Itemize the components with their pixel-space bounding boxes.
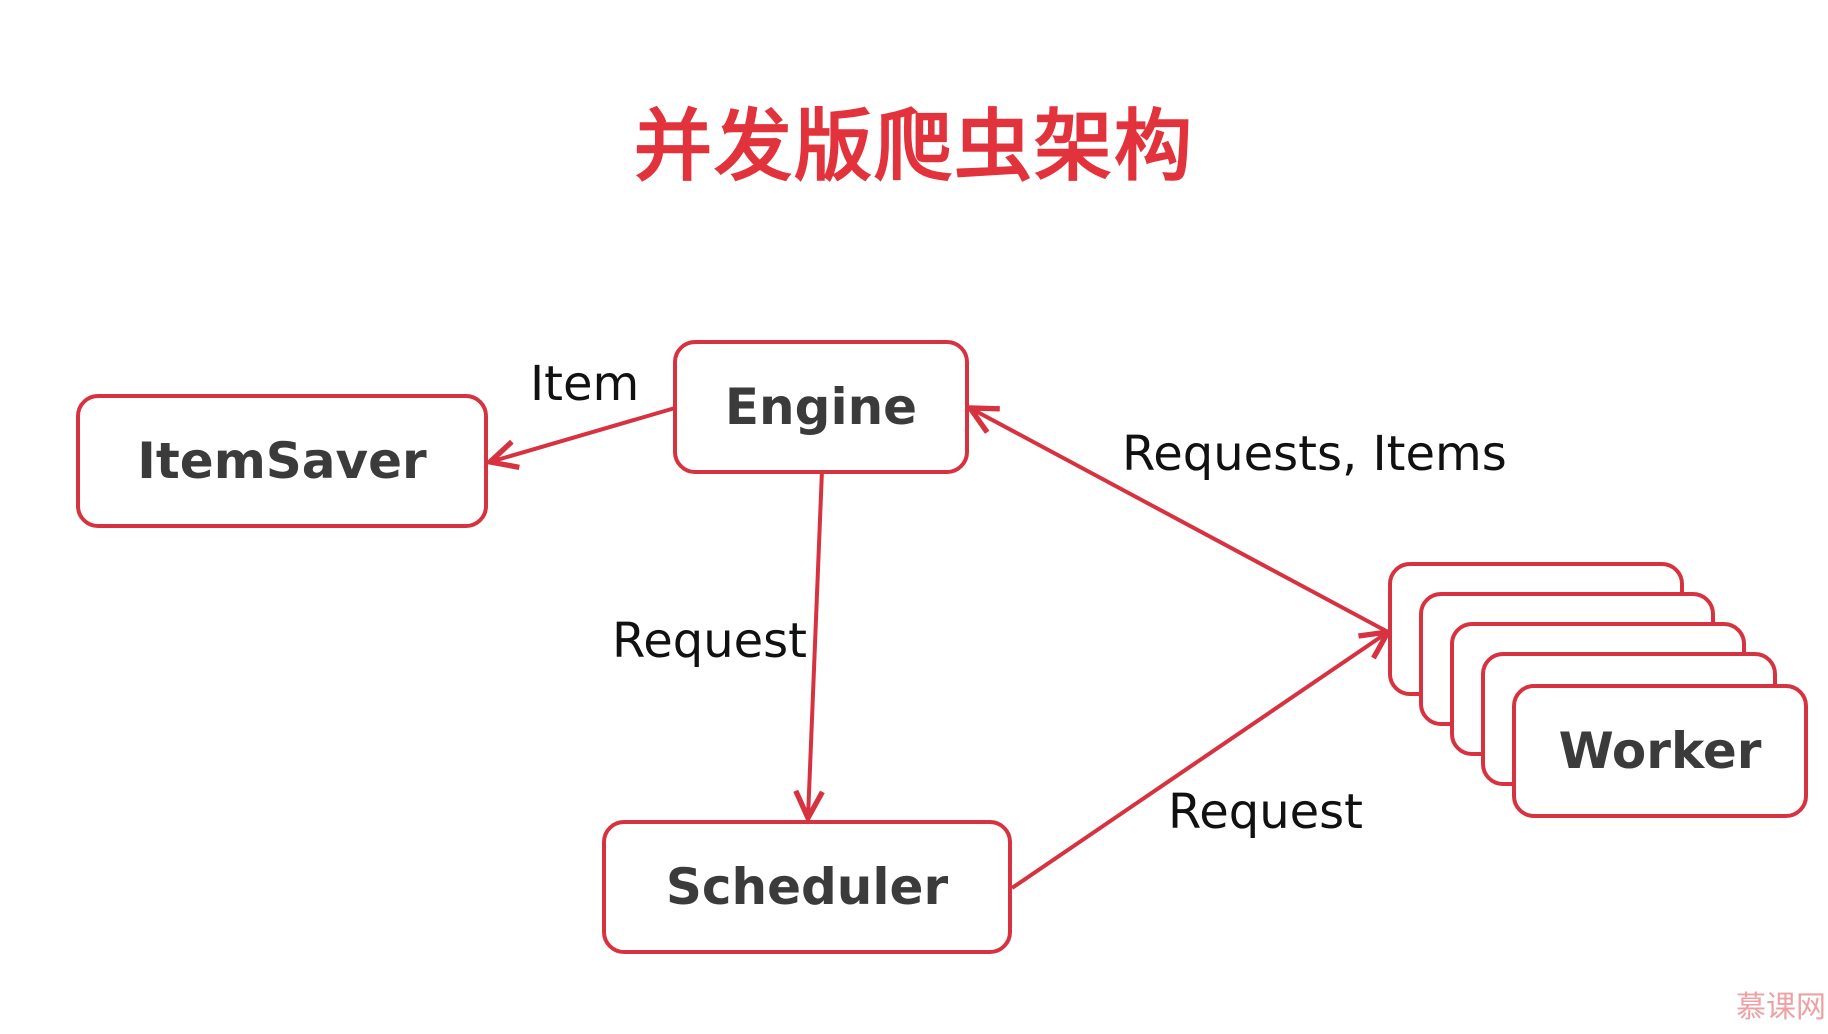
node-worker-stack: Worker [1388, 562, 1808, 818]
watermark-logo: 慕课网 [1736, 990, 1826, 1025]
node-scheduler: Scheduler [602, 820, 1012, 954]
scheduler-label: Scheduler [666, 858, 949, 916]
edge-worker-to-engine [970, 408, 1389, 634]
edge-label-requests-items: Requests, Items [1122, 426, 1507, 482]
edge-label-request-engine-scheduler: Request [612, 613, 807, 669]
edge-label-item: Item [530, 356, 639, 412]
worker-label: Worker [1559, 722, 1762, 780]
node-itemsaver: ItemSaver [76, 394, 488, 528]
itemsaver-label: ItemSaver [137, 432, 427, 490]
edge-engine-to-itemsaver [490, 406, 676, 462]
worker-box-5 [1512, 684, 1808, 818]
edge-engine-to-scheduler [808, 469, 822, 818]
edge-scheduler-to-worker [1010, 632, 1388, 890]
page-title: 并发版爬虫架构 [633, 102, 1194, 192]
engine-label: Engine [725, 378, 917, 436]
node-engine: Engine [673, 340, 969, 474]
edge-label-request-scheduler-worker: Request [1168, 784, 1363, 840]
